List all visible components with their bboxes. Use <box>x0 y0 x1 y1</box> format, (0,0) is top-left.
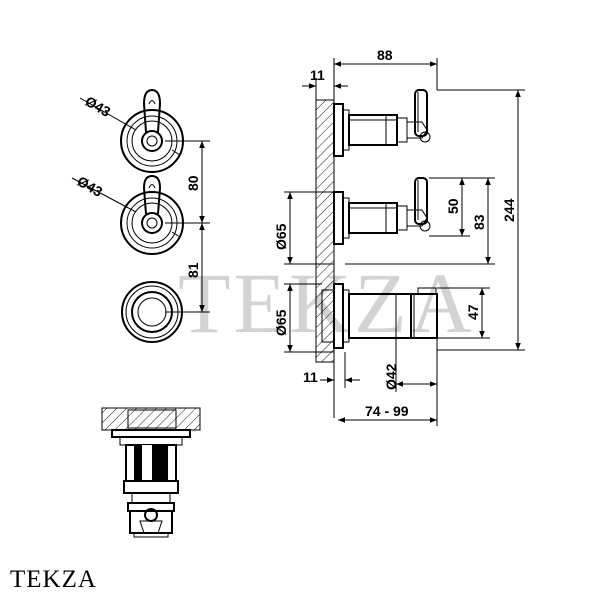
dim-d43-top: Ø43 <box>83 93 114 120</box>
top-handle-rosette <box>120 88 184 173</box>
dim-88: 88 <box>377 47 393 63</box>
dim-50: 50 <box>445 198 461 214</box>
middle-valve-body <box>333 177 431 245</box>
dim-11-bottom: 11 <box>303 369 318 385</box>
dim-244: 244 <box>501 198 517 222</box>
dim-d65-upper: Ø65 <box>273 223 289 250</box>
dim-83: 83 <box>471 214 487 230</box>
dim-81: 81 <box>185 262 201 278</box>
dim-11-top: 11 <box>310 67 325 83</box>
wall-section <box>315 99 335 363</box>
top-valve-body <box>333 89 431 157</box>
dim-range-74-99: 74 - 99 <box>365 403 409 419</box>
dim-d42: Ø42 <box>383 363 399 390</box>
dim-d43-mid: Ø43 <box>75 173 106 200</box>
dim-47: 47 <box>465 304 481 320</box>
dim-80: 80 <box>185 175 201 191</box>
middle-handle-rosette <box>120 174 184 255</box>
cartridge-section <box>101 407 201 538</box>
bottom-valve-body <box>321 283 438 349</box>
side-view: 88 11 244 50 83 Ø65 Ø65 47 <box>273 47 525 426</box>
brand-logo-text: TEKZA <box>10 566 97 593</box>
dim-d65-lower: Ø65 <box>273 309 289 336</box>
